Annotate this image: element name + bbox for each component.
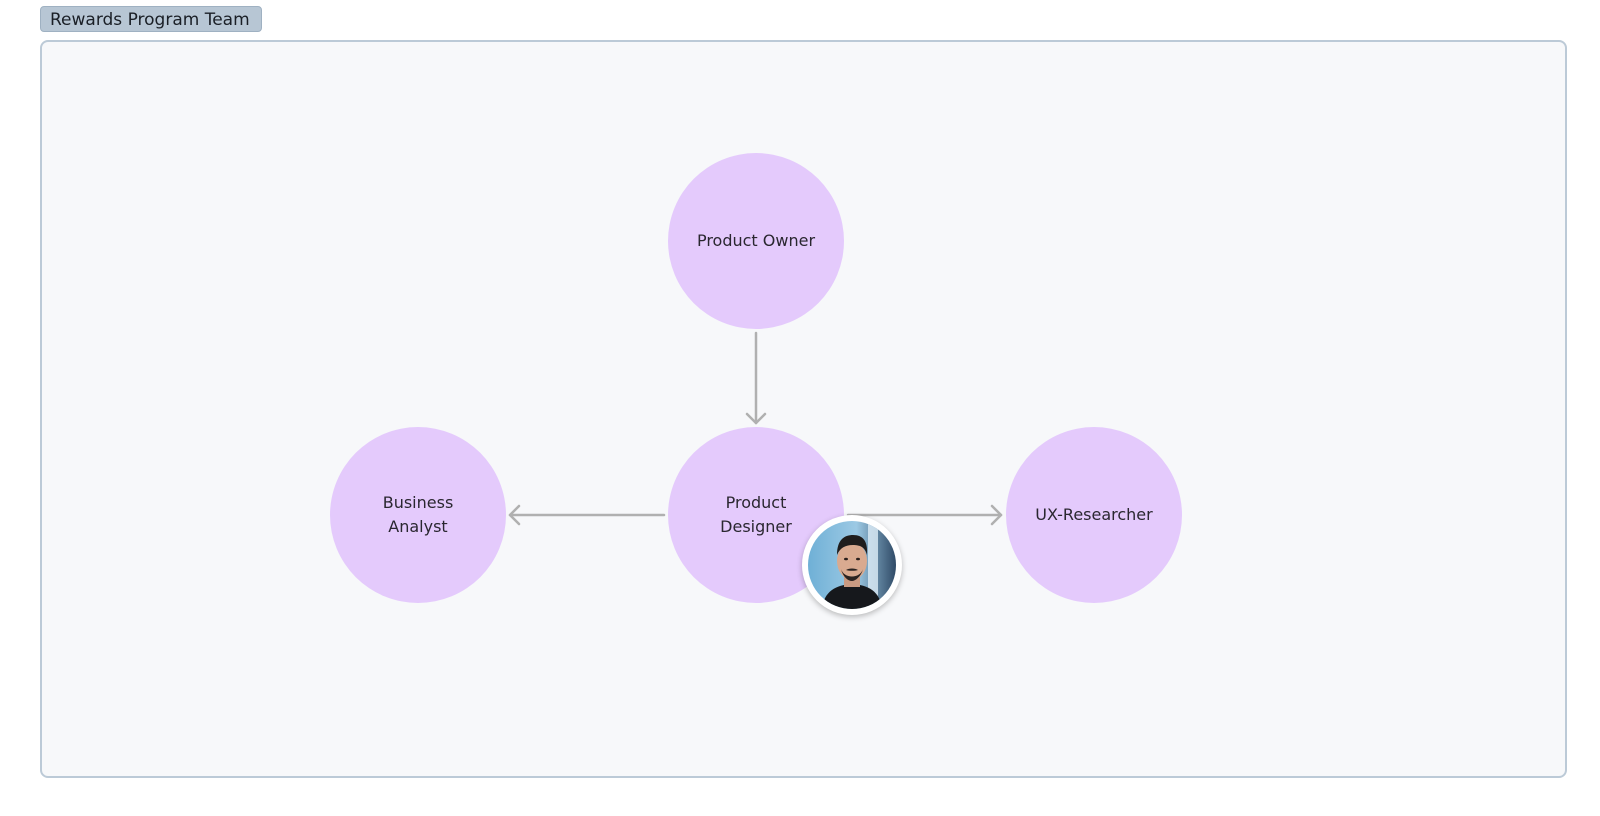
node-label: Product Owner xyxy=(696,231,816,250)
group-container[interactable] xyxy=(40,40,1567,778)
edge-product-owner-to-product-designer[interactable] xyxy=(745,331,767,425)
edge-product-designer-to-ux-researcher[interactable] xyxy=(846,504,1003,526)
node-product-designer[interactable]: Product Designer xyxy=(668,427,844,603)
node-business-analyst[interactable]: Business Analyst xyxy=(330,427,506,603)
node-label: Product Designer xyxy=(720,493,792,536)
person-photo-icon xyxy=(808,521,896,609)
avatar[interactable] xyxy=(802,515,902,615)
node-label: Business Analyst xyxy=(382,493,454,536)
node-label: UX-Researcher xyxy=(1035,505,1153,524)
group-title[interactable]: Rewards Program Team xyxy=(40,6,262,32)
node-ux-researcher[interactable]: UX-Researcher xyxy=(1006,427,1182,603)
edge-product-designer-to-business-analyst[interactable] xyxy=(508,504,666,526)
node-product-owner[interactable]: Product Owner xyxy=(668,153,844,329)
